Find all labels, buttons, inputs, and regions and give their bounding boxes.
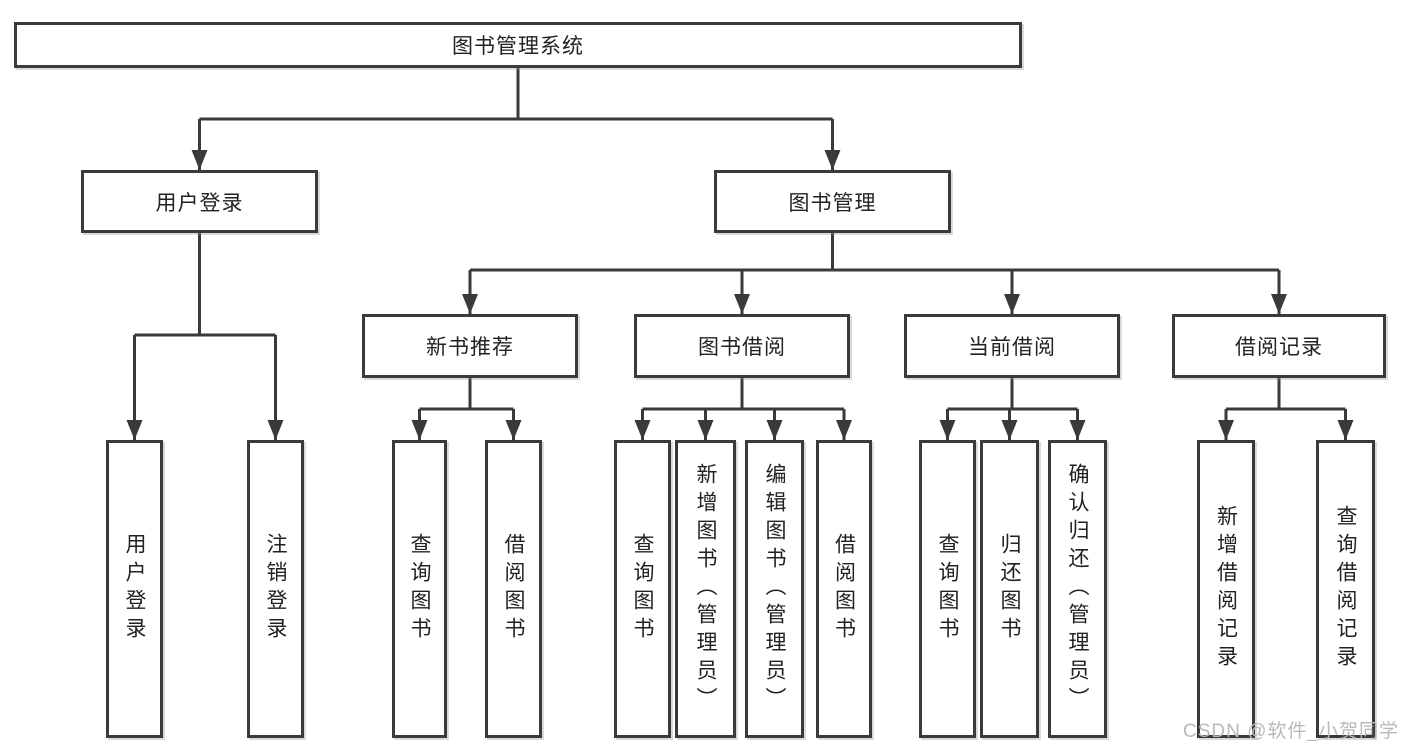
node-book-management: 图书管理 xyxy=(714,170,951,233)
leaf-label: 查询图书 xyxy=(631,533,654,645)
node-current-borrow: 当前借阅 xyxy=(904,314,1120,378)
leaf-borrow-query-books: 查询图书 xyxy=(614,440,671,738)
leaf-add-borrow-record: 新增借阅记录 xyxy=(1197,440,1255,738)
leaf-borrow-books: 借阅图书 xyxy=(816,440,872,738)
leaf-recommend-borrow-books: 借阅图书 xyxy=(485,440,542,738)
node-borrow-records: 借阅记录 xyxy=(1172,314,1386,378)
node-new-book-recommend: 新书推荐 xyxy=(362,314,578,378)
leaf-label: 查询借阅记录 xyxy=(1334,505,1357,673)
leaf-label: 借阅图书 xyxy=(502,533,525,645)
leaf-edit-books-admin: 编辑图书（管理员） xyxy=(745,440,804,738)
leaf-label: 查询图书 xyxy=(408,533,431,645)
leaf-label: 新增借阅记录 xyxy=(1214,505,1238,673)
node-user-login: 用户登录 xyxy=(81,170,318,233)
leaf-label: 查询图书 xyxy=(936,533,959,645)
leaf-label: 注销登录 xyxy=(264,533,287,645)
leaf-return-books: 归还图书 xyxy=(980,440,1039,738)
leaf-user-login: 用户登录 xyxy=(106,440,163,738)
leaf-recommend-query-books: 查询图书 xyxy=(392,440,447,738)
node-label: 图书管理系统 xyxy=(452,35,584,58)
node-label: 当前借阅 xyxy=(968,336,1056,359)
tree-connectors xyxy=(126,68,1354,440)
leaf-current-query-books: 查询图书 xyxy=(919,440,976,738)
leaf-label: 用户登录 xyxy=(123,533,146,645)
leaf-add-books-admin: 新增图书（管理员） xyxy=(675,440,736,738)
node-label: 新书推荐 xyxy=(426,336,514,359)
leaf-query-borrow-record: 查询借阅记录 xyxy=(1316,440,1375,738)
node-label: 借阅记录 xyxy=(1235,336,1323,359)
node-label: 用户登录 xyxy=(155,191,244,215)
node-label: 图书管理 xyxy=(788,191,877,215)
node-book-borrow: 图书借阅 xyxy=(634,314,850,378)
leaf-confirm-return-admin: 确认归还（管理员） xyxy=(1048,440,1107,738)
leaf-label: 确认归还（管理员） xyxy=(1066,463,1089,715)
leaf-label: 归还图书 xyxy=(998,533,1021,645)
leaf-logout: 注销登录 xyxy=(247,440,304,738)
node-library-management-system: 图书管理系统 xyxy=(14,22,1022,68)
leaf-label: 编辑图书（管理员） xyxy=(763,463,786,715)
leaf-label: 新增图书（管理员） xyxy=(694,463,717,715)
node-label: 图书借阅 xyxy=(698,336,786,359)
csdn-watermark: CSDN @软件_小贺同学 xyxy=(1183,721,1399,742)
leaf-label: 借阅图书 xyxy=(832,533,856,645)
